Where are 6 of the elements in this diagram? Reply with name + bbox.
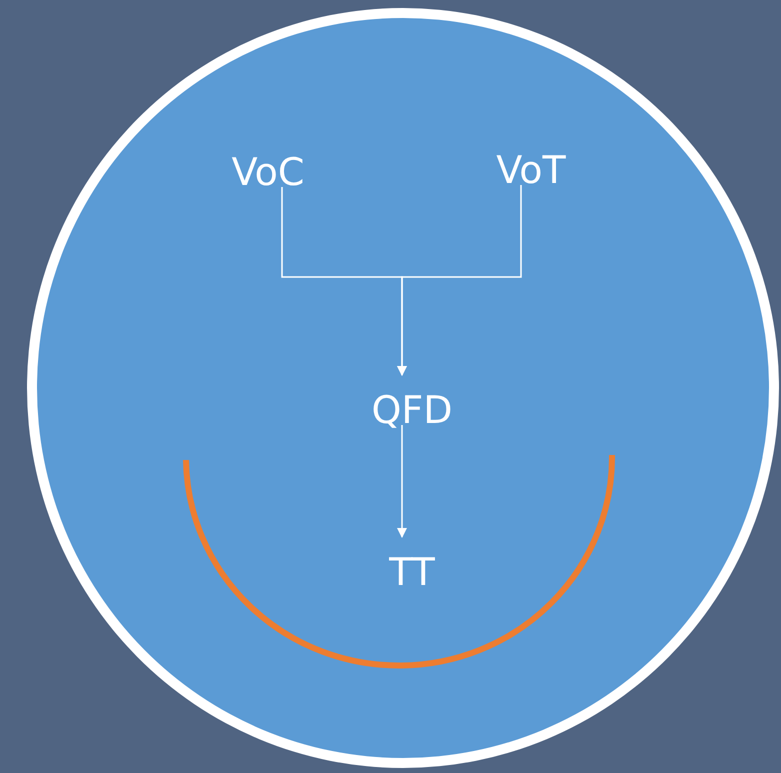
arrow <box>397 185 522 376</box>
text-label: TT <box>362 547 462 597</box>
arrow <box>397 425 407 538</box>
text-label: QFD <box>352 385 472 435</box>
text-label: VoC <box>218 147 318 197</box>
text-label: VoT <box>481 145 581 195</box>
